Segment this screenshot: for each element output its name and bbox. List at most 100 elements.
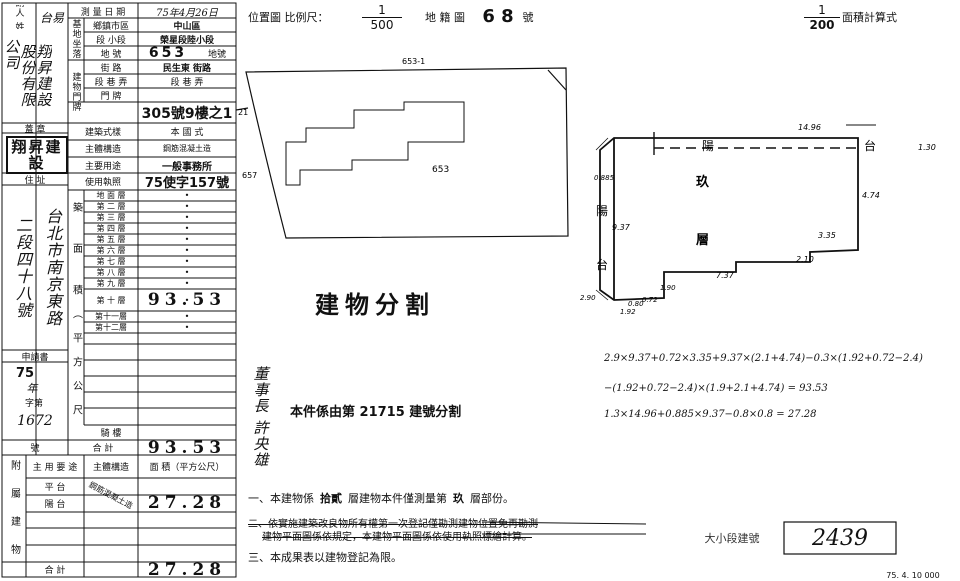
base-label: 基地坐落: [70, 19, 81, 59]
app-year: 75: [15, 366, 35, 380]
number-value: 305號9樓之1: [141, 105, 233, 122]
door-label: 建物門牌: [70, 71, 81, 112]
floor-dot: •: [184, 279, 190, 288]
style-value: 本 國 式: [170, 128, 204, 138]
app-suffix: 號: [30, 444, 40, 454]
lot-number-text: 653: [432, 165, 449, 175]
annex-area-value: 27.28: [147, 493, 227, 513]
floor-dot: •: [184, 323, 190, 332]
floor-label: 第 八 層: [96, 268, 126, 277]
footer-date: 75. 4. 10 000: [886, 570, 940, 580]
floor-label: 第 十 層: [96, 295, 126, 305]
lot-dim-tick: 21: [238, 108, 248, 117]
area-calc-label: 面積計算式: [842, 11, 897, 24]
balcony-top-text: 陽: [702, 139, 714, 153]
floor-dot: •: [184, 235, 190, 244]
use-value: 一般事務所: [162, 161, 212, 173]
license-label: 使用執照: [84, 178, 121, 188]
section-label: 段 小段: [96, 35, 126, 46]
balcony-top-text-2: 台: [864, 138, 876, 153]
division-note: 本件係由第 21715 建號分割: [290, 404, 462, 420]
lot-suffix: 地號: [207, 49, 226, 60]
floor-label: 第 四 層: [96, 224, 126, 233]
street-value: 民生東 街路: [162, 63, 212, 74]
floor-label: 第十一層: [95, 312, 127, 321]
map-number: 6 8: [482, 6, 514, 26]
floor-label: 第 九 層: [96, 279, 126, 288]
building-number-box: [783, 521, 897, 555]
survey-date-label: 測 量 日 期: [80, 7, 126, 18]
lot-dim-top: 653-1: [402, 57, 425, 66]
annex-row-balcony: 陽 台: [44, 500, 66, 510]
fp-dim-right: 4.74: [862, 191, 880, 200]
total-label: 合 計: [92, 444, 114, 454]
note-3: 三、本成果表以建物登記為限。: [248, 551, 402, 564]
building-number-label: 大小段建號: [704, 532, 760, 545]
note-1: 一、本建物係 拾貳 層建物本件僅測量第 玖 層部份。: [248, 490, 668, 505]
address-line-1: 台北市南京東路: [43, 208, 62, 327]
floor-dot: •: [184, 202, 190, 211]
fp-dim-small5: 0.80: [628, 300, 644, 308]
floor-label: 地 面 層: [96, 191, 126, 200]
building-footprint: [285, 101, 465, 186]
section-value: 榮星段陸小段: [159, 35, 214, 46]
app-word-2: 字第: [24, 398, 43, 409]
number-label: 門 牌: [100, 91, 122, 102]
applicant-name-3: 公司: [4, 39, 20, 71]
fp-dim-right-top: 1.30: [918, 143, 936, 152]
floor-label: 第 五 層: [96, 235, 126, 244]
formula-line-3: 1.3×14.96+0.885×9.37−0.8×0.8 = 27.28: [604, 408, 817, 420]
note-2-line-2: 建物平面圖係依規定，本建物平面圖係依使用執照標繪計算。: [262, 531, 532, 543]
note-2: 二、依實施建築改良物所有權第一次登記僅勘測建物位置免再勘測: [248, 518, 538, 530]
annex-total-value: 27.28: [147, 562, 227, 577]
address-line-2: 二段四十八號: [13, 216, 32, 319]
area-group-label: 建 築 面 積（平方公尺）: [70, 192, 82, 422]
floor-label: 第 三 層: [96, 213, 126, 222]
floor-dot: •: [184, 224, 190, 233]
balcony-left-text: 陽: [596, 204, 608, 218]
building-number-value: 2439: [812, 525, 868, 551]
plan-scale-den: 200: [809, 19, 835, 31]
note-1-floor: 玖: [453, 492, 464, 505]
applicant-name-2: 股份有限: [20, 44, 36, 108]
note-1-prefix: 一、本建物係: [248, 492, 314, 505]
location-scale-num: 1: [378, 4, 386, 16]
fp-dim-bottom: 7.37: [716, 271, 735, 280]
address-header: 住 址: [24, 176, 46, 185]
floor-name-1: 玖: [696, 174, 710, 190]
floor-dot: •: [184, 191, 190, 200]
arcade-label: 騎 樓: [100, 429, 122, 439]
annex-row-platform: 平 台: [44, 483, 66, 493]
lot-value: 653: [148, 46, 188, 60]
floor-dot: •: [184, 213, 190, 222]
license-value: 75使字157號: [144, 176, 230, 190]
floor-dot: •: [184, 268, 190, 277]
map-label: 地 籍 圖: [425, 11, 465, 24]
floor-name-2: 層: [696, 233, 709, 248]
location-scale-label: 位置圖 比例尺：: [248, 11, 329, 24]
division-title: 建物分割: [315, 289, 435, 319]
fp-dim-small1: 1.90: [660, 284, 676, 292]
style-label: 建築式樣: [84, 128, 121, 138]
note-1-mid: 層建物本件僅測量第: [348, 492, 447, 505]
annex-use-label: 主 用 要 途: [32, 463, 78, 473]
note-1-suffix: 層部份。: [470, 492, 514, 505]
app-word: 年: [26, 382, 38, 394]
formula-line-2: −(1.92+0.72−2.4)×(1.9+2.1+4.74) = 93.53: [604, 382, 828, 394]
applicant-header: 申請人 姓 名: [4, 5, 34, 29]
street-label: 街 路: [100, 63, 122, 74]
seal-header: 蓋 章: [24, 124, 46, 134]
lot-dim-left: 657: [242, 171, 257, 180]
structure-value: 鋼筋混凝土造: [163, 144, 211, 153]
floor-label: 第 六 層: [96, 246, 126, 255]
location-scale-den: 500: [370, 19, 394, 31]
floor-label: 第十二層: [95, 323, 127, 332]
annex-total-label: 合 計: [44, 566, 66, 576]
company-seal: 翔昇建設: [6, 136, 68, 174]
applicant-name-4: 台易: [39, 10, 64, 25]
lane-value: 段 巷 弄: [170, 77, 204, 88]
ninth-floor-area: 93.53: [147, 290, 227, 310]
floor-dot: •: [184, 295, 190, 305]
location-scale-bar: [362, 17, 402, 18]
